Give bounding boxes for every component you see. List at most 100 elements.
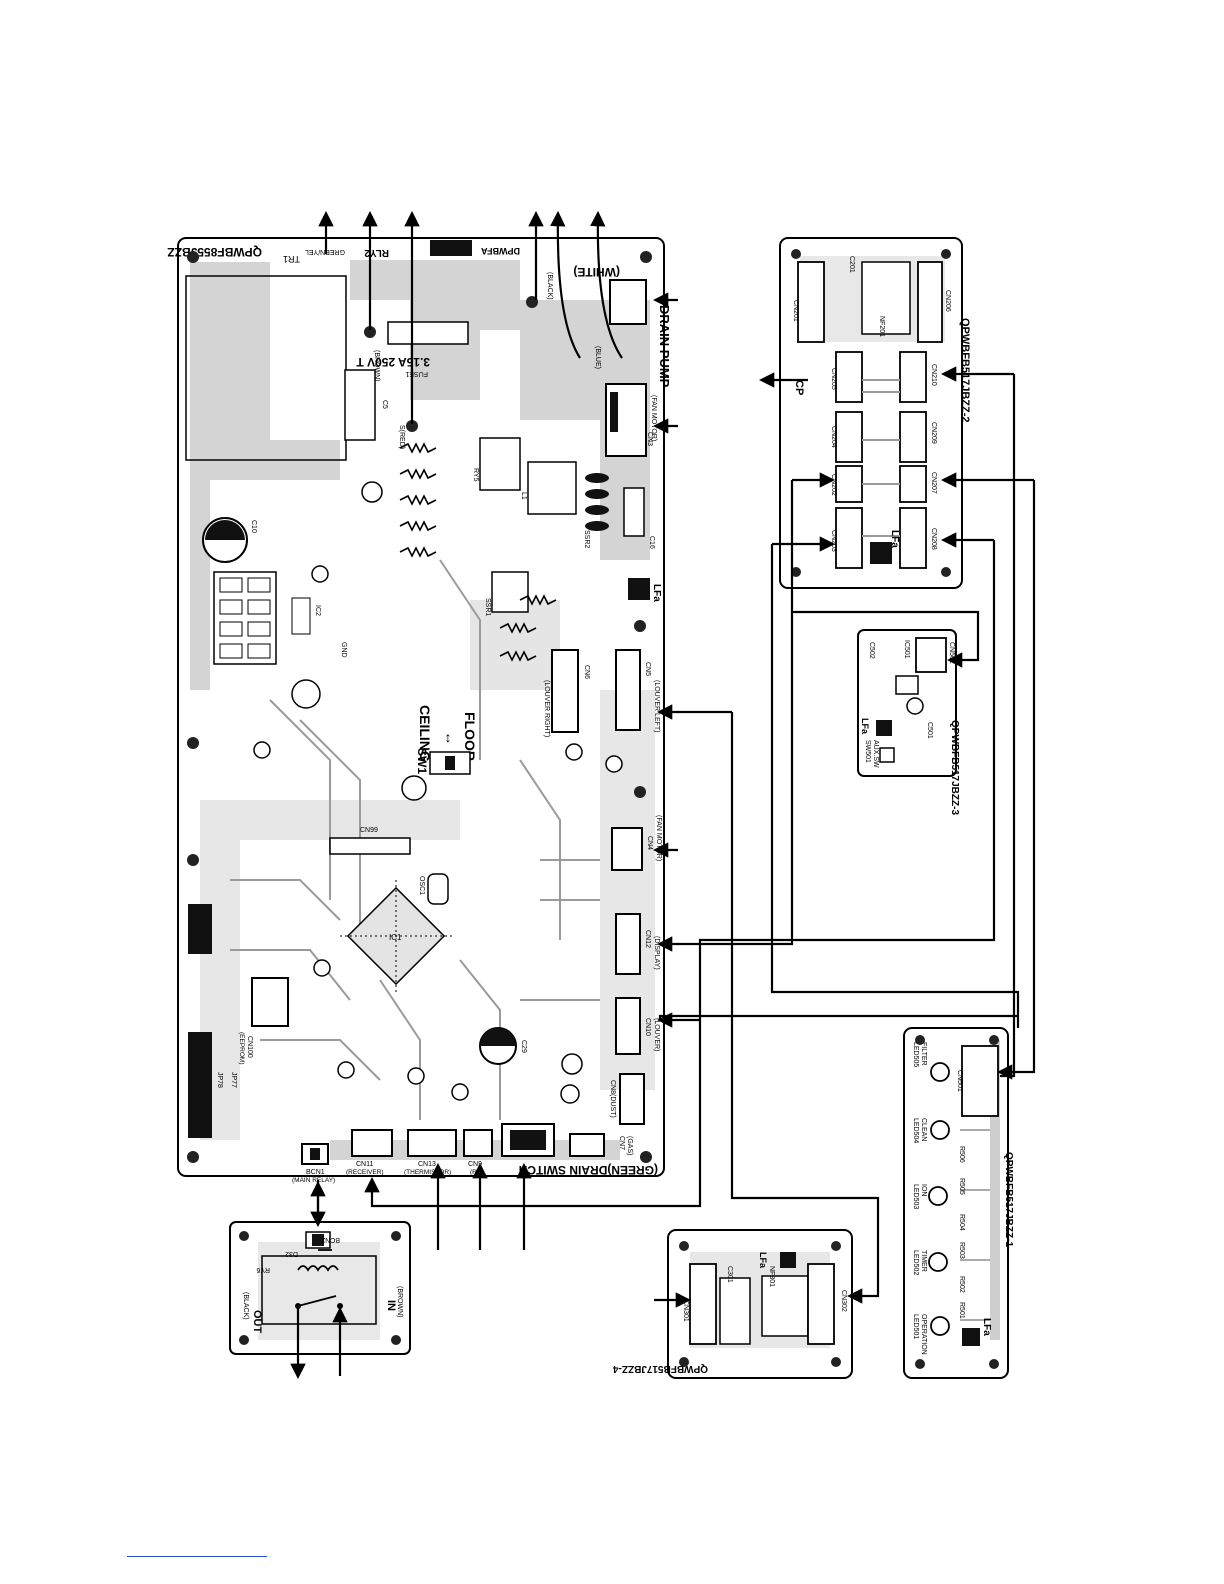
led502-function-label: TIMER [920,1250,927,1272]
aux-board-lfa-mark: LFa [860,718,870,735]
s-red-label: S(RED) [398,425,405,449]
cn12-label: CN12 [644,930,651,948]
c10-label: C10 [250,520,257,533]
osc1-label: OSC1 [418,876,425,895]
cn11-label: CN11 [356,1161,373,1168]
ic1-microcontroller: IC1 [340,880,452,992]
jp77-label: JP77 [230,1072,237,1088]
sw501-label: SW501 [864,740,871,763]
c16-label: C16 [648,536,655,549]
fuse-ref-label: FUSE1 [405,370,428,377]
bcn2-label: BCN2 [321,1236,340,1243]
cn4-label: CN4 [646,836,653,850]
cp-mark: CP [793,380,805,395]
led503-label: LED503 [912,1184,919,1209]
d32-label: D32 [285,1250,298,1257]
dpwbfa-label: DPWBFA [481,246,520,256]
floor-label: FLOOR [462,712,478,761]
black-label: (BLACK) [546,272,553,300]
cn5-function-label: (LOUVER LEFT) [653,680,660,733]
cn201-label: CN201 [792,300,799,322]
cn205-label: CN205 [830,368,837,390]
led504-label: LED504 [912,1118,919,1143]
cn6-function-label: (LOUVER RIGHT) [543,680,550,737]
cn208-label: CN208 [930,528,937,550]
filter-board: QPWBFB517JBZZ-4 CN301 C301 NF301 CN302 L… [613,1229,853,1379]
c501-label: C501 [926,722,933,739]
c5-label: C5 [381,400,388,409]
ic1-label: IC1 [389,933,402,942]
led501-label: LED501 [912,1314,919,1339]
r505-label: R505 [958,1178,965,1195]
cn9-function-label: (RH) [470,1169,484,1176]
cn12-function-label: (DISPLAY) [653,936,660,970]
c301-label: C301 [726,1266,733,1283]
filter-board-lfa-mark: LFa [758,1252,768,1269]
white-label: (WHITE) [573,265,620,279]
bcn1-label: BCN1 [306,1169,325,1176]
display-board-lfa-mark: LFa [981,1318,992,1336]
ssr1-label: SSR1 [484,598,491,616]
led505-function-label: FILTER [920,1042,927,1066]
display-board: QPWBFB517JBZZ-1 LED505 FILTER CN501 LED5… [903,1027,1014,1379]
main-board-part-number: QPWBF855JBZZ [167,245,262,259]
aux-board: QPWBFB517JBZZ-3 C502 IC501 CN502 C501 SW… [857,629,960,815]
cn209-label: CN209 [930,422,937,444]
auxsw-label: AUX.SW [872,740,879,768]
main-lfa-mark: LFa [651,584,662,602]
led502-label: LED502 [912,1250,919,1275]
connector-board: QPWBFB517JBZZ-2 CN201 C201 NF201 CN206 C… [779,237,971,589]
brown-label: (BROWN) [373,350,380,382]
aux-board-part-number: QPWBFB517JBZZ-3 [949,720,960,815]
cn11-function-label: (RECEIVER) [346,1169,384,1176]
rly2-label: RLY2 [364,247,389,258]
led503-function-label: ION [920,1184,927,1196]
c201-label: C201 [848,256,855,273]
cn501-label: CN501 [956,1070,963,1092]
nf201-label: NF201 [878,316,885,337]
cn13-label: CN13 [418,1161,436,1168]
drain-switch-label: (GREEN)DRAIN SWITCH [519,1163,658,1177]
fuse-rating-label: 3.15A 250V T [356,355,430,369]
cn203-label: CN203 [830,530,837,552]
l1-label: L1 [520,492,527,500]
cn8-label: CN8(DUST) [609,1080,616,1118]
led505-label: LED505 [912,1042,919,1067]
cn10-function-label: (LOUVER) [653,1018,660,1051]
ssr2-label: SSR2 [583,530,590,548]
cn206-label: CN206 [944,290,951,312]
c29-label: C29 [520,1040,527,1053]
r501-label: R501 [958,1302,965,1319]
cn3-label: CN3 [646,432,653,446]
gnd-label: GND [340,642,347,658]
display-board-part-number: QPWBFB517JBZZ-1 [1003,1152,1014,1247]
r503-label: R503 [958,1242,965,1259]
relay-in-wire-label: (BROWN) [396,1286,403,1318]
cn99-label: CN99 [360,827,378,834]
cn6-label: CN6 [583,665,590,679]
cn204-label: CN204 [830,426,837,448]
relay-out-wire-label: (BLACK) [242,1292,249,1320]
fan-motor-top-label: (FAN MOTOR) [650,395,657,441]
relay-board: BCN2 D32 RY6 OUT (BLACK) IN (BROWN) [229,1221,411,1355]
ry5-label: RY5 [472,468,479,482]
cn5-label: CN5 [644,662,651,676]
r506-label: R506 [958,1146,965,1163]
main-board: TR1 QPWBF855JBZZ GREEN/YEL RLY2 DPWBFA 3… [167,237,672,1184]
cn207-label: CN207 [930,472,937,494]
tr1-label: TR1 [283,254,300,264]
filter-board-part-number: QPWBFB517JBZZ-4 [613,1363,708,1374]
jp78-label: JP78 [216,1072,223,1088]
c502-label: C502 [868,642,875,659]
connector-board-lfa-mark: LFa [889,530,900,548]
cn302-label: CN302 [840,1290,847,1312]
cn4-function-label: (FAN MOTOR) [655,815,662,861]
cn7-label: CN7 [618,1136,625,1150]
r502-label: R502 [958,1276,965,1293]
switch-direction-arrow: ↕ [445,729,452,745]
cn10-label: CN10 [644,1018,651,1036]
relay-out-label: OUT [251,1310,263,1334]
connector-board-part-number: QPWBFB517JBZZ-2 [959,318,971,423]
wiring-harness [290,210,1036,1380]
